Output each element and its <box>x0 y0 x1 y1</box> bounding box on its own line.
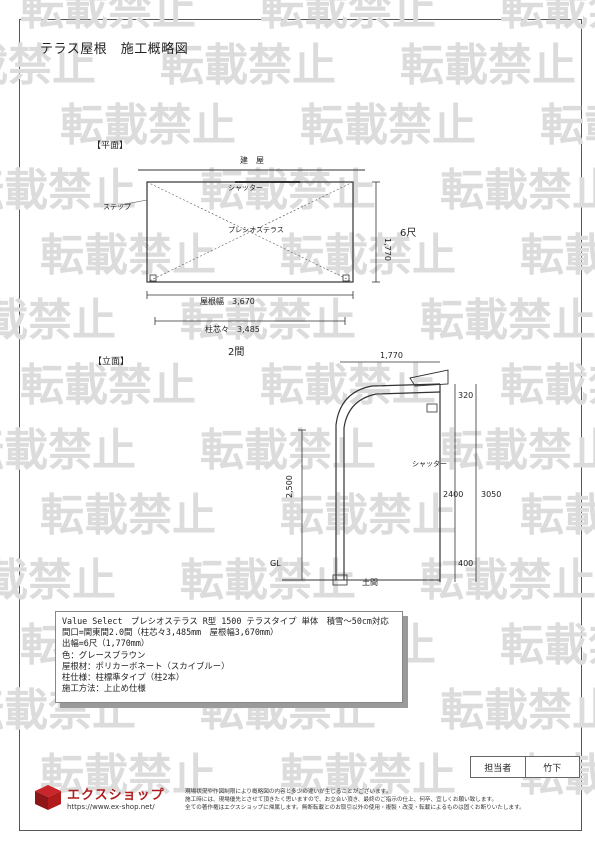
watermark-text: 転載禁止 <box>180 295 356 346</box>
watermark-text: 転載禁止 <box>40 750 216 801</box>
height-2400-value: 2400 <box>443 490 463 499</box>
watermark-text: 転載禁止 <box>500 0 595 35</box>
watermark-text: 転載禁止 <box>520 230 595 281</box>
depth-value: 1,770 <box>383 238 392 261</box>
disclaimer-line-1: 現場状況や作図制限により概略図の内容と多少の違いが生じることがございます。 <box>185 789 392 795</box>
watermark-text: 転載禁止 <box>280 750 456 801</box>
watermark-text: 転載禁止 <box>500 360 595 411</box>
post-span-value: 柱芯々 3,485 <box>205 324 260 334</box>
spec-line-color: 色：グレースブラウン <box>62 649 146 660</box>
post-left <box>149 274 157 282</box>
gutter-cap <box>409 369 449 387</box>
page-title: テラス屋根 施工概略図 <box>40 42 189 57</box>
staff-name: 竹下 <box>543 763 562 774</box>
watermark-text: 転載禁止 <box>280 490 456 541</box>
soil-label: 土間 <box>362 577 378 587</box>
projection-value: 1,770 <box>380 351 403 360</box>
watermark-text: 転載禁止 <box>200 425 376 476</box>
disclaimer-line-2: 施工時には、現場優先とさせて頂きたく思いますので、お立合い頂き、最終のご指示の仕… <box>185 797 498 803</box>
post-right <box>342 274 350 282</box>
watermark-text: 転載禁止 <box>0 40 96 91</box>
watermark-text: 転載禁止 <box>300 100 476 151</box>
watermark-text: 転載禁止 <box>20 360 196 411</box>
disclaimer: 現場状況や作図制限により概略図の内容と多少の違いが生じることがございます。 施工… <box>185 788 575 812</box>
top-value: 320 <box>458 391 473 400</box>
watermark-text: 転載禁止 <box>540 100 595 151</box>
gl-label: GL <box>270 559 281 568</box>
watermark-text: 転載禁止 <box>20 0 196 35</box>
watermark-text: 転載禁止 <box>260 0 436 35</box>
watermark-text: 転載禁止 <box>160 40 336 91</box>
watermark-text: 転載禁止 <box>40 490 216 541</box>
shutter-label: シャッター <box>228 183 263 192</box>
watermark-text: 転載禁止 <box>440 165 595 216</box>
watermark-text: 転載禁止 <box>0 425 136 476</box>
product-label: プレシオステラス <box>228 226 284 234</box>
drawing-frame <box>19 19 582 831</box>
spec-line-method: 施工方法：上止め仕様 <box>62 683 146 694</box>
spec-line-depth: 出幅=6尺（1,770mm） <box>62 638 150 649</box>
spec-line-roof-material: 屋根材：ポリカーボネート（スカイブルー） <box>62 660 230 671</box>
roof-width-value: 屋根幅 3,670 <box>200 296 255 306</box>
watermark-text: 転載禁止 <box>200 165 376 216</box>
watermark-text: 転載禁止 <box>0 165 136 216</box>
watermark-text: 転載禁止 <box>280 230 456 281</box>
roof-beam-inner <box>343 391 441 580</box>
building-label: 建 屋 <box>240 155 264 165</box>
logo-name: エクスショップ <box>67 787 165 803</box>
watermark-text: 転載禁止 <box>0 295 116 346</box>
step-leader <box>119 199 148 206</box>
spec-line-post: 柱仕様：柱標準タイプ（柱2本） <box>62 672 185 683</box>
watermark-text: 転載禁止 <box>420 555 595 606</box>
span-count: 2間 <box>228 346 244 358</box>
watermark-text: 転載禁止 <box>40 230 216 281</box>
watermark-text: 転載禁止 <box>0 555 116 606</box>
watermark-text: 転載禁止 <box>520 490 595 541</box>
disclaimer-line-3: 全ての著作権はエクスショップに帰属します。無断転載とのお取引以外の使用・複製・改… <box>185 805 525 811</box>
shutter-elevation-label: シャッター <box>412 459 447 468</box>
staff-box: 担当者 竹下 <box>470 756 580 778</box>
company-logo: エクスショップ https://www.ex-shop.net/ <box>33 782 165 812</box>
spec-box: Value Select プレシオステラス R型 1500 テラスタイプ 単体 … <box>55 611 403 703</box>
roof-beam-outer <box>335 383 441 580</box>
step-label: ステップ <box>103 203 131 211</box>
box-icon <box>35 785 61 810</box>
staff-label: 担当者 <box>471 757 526 777</box>
spec-line-product: Value Select プレシオステラス R型 1500 テラスタイプ 単体 … <box>62 616 389 626</box>
watermark-text: 転載禁止 <box>440 425 595 476</box>
logo-url: https://www.ex-shop.net/ <box>67 802 155 811</box>
watermark-text: 転載禁止 <box>440 685 595 736</box>
watermark-text: 転載禁止 <box>500 620 595 671</box>
wall-bracket <box>426 403 438 413</box>
watermark-text: 転載禁止 <box>400 40 576 91</box>
elevation-heading: 【立面】 <box>93 355 129 367</box>
height-3050-value: 3050 <box>481 490 501 499</box>
post-height-value: 2,500 <box>285 475 294 498</box>
post-foot <box>332 574 348 586</box>
spec-line-width: 間口=関東間2.0間（柱芯々3,485mm 屋根幅3,670mm） <box>62 627 279 638</box>
depth-count: 6尺 <box>400 227 416 239</box>
plan-heading: 【平面】 <box>92 140 128 151</box>
watermark-text: 転載禁止 <box>420 295 595 346</box>
bottom-value: 400 <box>458 559 473 568</box>
watermark-text: 転載禁止 <box>60 100 236 151</box>
